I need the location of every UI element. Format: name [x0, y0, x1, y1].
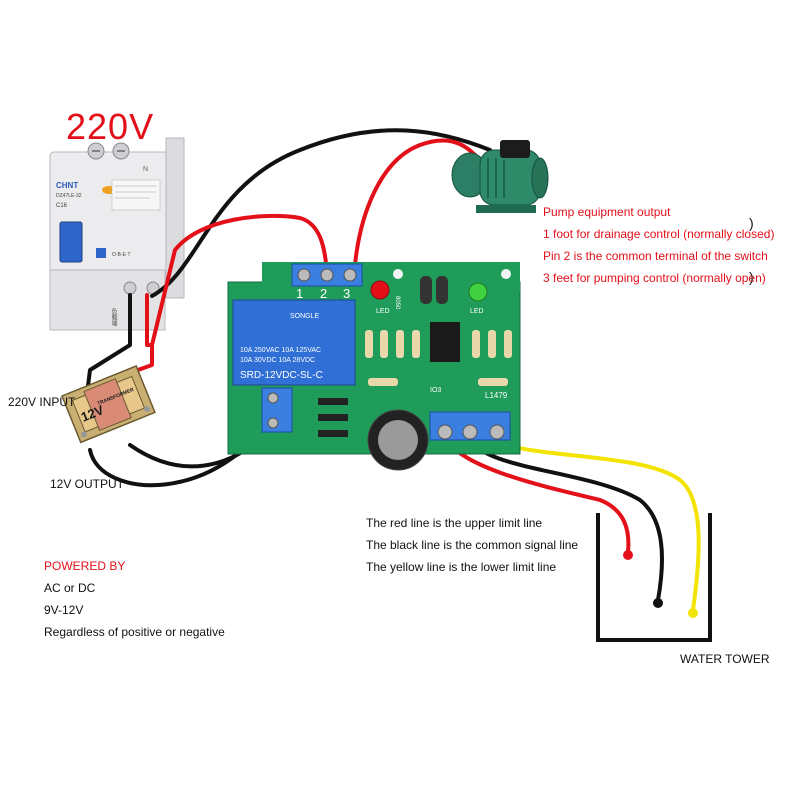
svg-text:): )	[749, 215, 754, 231]
label-water-tower: WATER TOWER	[680, 652, 770, 666]
svg-text:O·B·E·T: O·B·E·T	[112, 252, 131, 258]
wire-end-yellow	[688, 608, 698, 618]
svg-text:): )	[749, 269, 754, 285]
power-title: POWERED BY	[44, 559, 126, 573]
led-red	[370, 280, 390, 300]
led-green	[468, 282, 488, 302]
terminal-screw-3	[343, 268, 357, 282]
wire-end-black	[653, 598, 663, 608]
water-pump	[451, 140, 549, 213]
breaker-rating: C16	[56, 203, 68, 209]
wires	[83, 128, 701, 612]
chip-label: IO3	[430, 387, 441, 394]
wire-red-upper	[443, 435, 631, 554]
breaker-screw	[123, 281, 137, 295]
terminal-screw-1	[297, 268, 311, 282]
terminal-number-3: 3	[343, 286, 350, 301]
led-label-left: LED	[376, 308, 390, 315]
breaker-n-label: N	[143, 166, 148, 173]
relay-brand: SONGLE	[290, 313, 320, 320]
relay-rating-2: 10A 30VDC 10A 28VDC	[240, 357, 315, 364]
line-note-yellow: The yellow line is the lower limit line	[366, 560, 557, 574]
wire-black-common	[468, 435, 664, 602]
wire-red-terminal2	[145, 213, 329, 347]
ic-chip	[430, 322, 460, 362]
power-line1: AC or DC	[44, 581, 96, 595]
transformer: 12V TRANSFORMER	[61, 365, 156, 444]
pump-notes-title: Pump equipment output	[543, 205, 671, 219]
pump-notes-line3: 3 feet for pumping control (normally ope…	[543, 271, 766, 285]
relay	[232, 299, 356, 386]
water-tower	[596, 513, 712, 642]
control-board: 1 2 3 SONGLE 10A 250VAC 10A 125VAC 10A 3…	[227, 262, 521, 471]
wire-black-breaker-to-pump	[150, 128, 492, 298]
wire-red-pump	[353, 138, 482, 267]
wire-yellow-lower	[495, 435, 701, 612]
wire-end-red	[623, 550, 633, 560]
power-line2: 9V-12V	[44, 603, 84, 617]
pump-notes-line1: 1 foot for drainage control (normally cl…	[543, 227, 775, 241]
pump-notes-line2: Pin 2 is the common terminal of the swit…	[543, 249, 768, 263]
breaker-brand: CHNT	[56, 181, 78, 190]
transistor-label: 8050	[394, 296, 400, 310]
line-note-red: The red line is the upper limit line	[366, 516, 543, 530]
ic-label: L1479	[485, 391, 508, 400]
label-12v-output: 12V OUTPUT	[50, 477, 125, 491]
breaker-model: DZ47LE-32	[56, 193, 82, 199]
line-note-black: The black line is the common signal line	[366, 538, 579, 552]
voltage-title: 220V	[66, 106, 155, 147]
terminal-number-2: 2	[320, 286, 327, 301]
label-220v-input: 220V INPUT	[8, 395, 76, 409]
power-line3: Regardless of positive or negative	[44, 625, 225, 639]
relay-model: SRD-12VDC-SL-C	[240, 370, 323, 381]
breaker-toggle	[59, 221, 83, 263]
relay-rating-1: 10A 250VAC 10A 125VAC	[240, 347, 321, 354]
terminal-number-1: 1	[296, 286, 303, 301]
led-label-right: LED	[470, 308, 484, 315]
terminal-screw-2	[320, 268, 334, 282]
breaker-chinese-label: 负载端	[110, 307, 117, 327]
